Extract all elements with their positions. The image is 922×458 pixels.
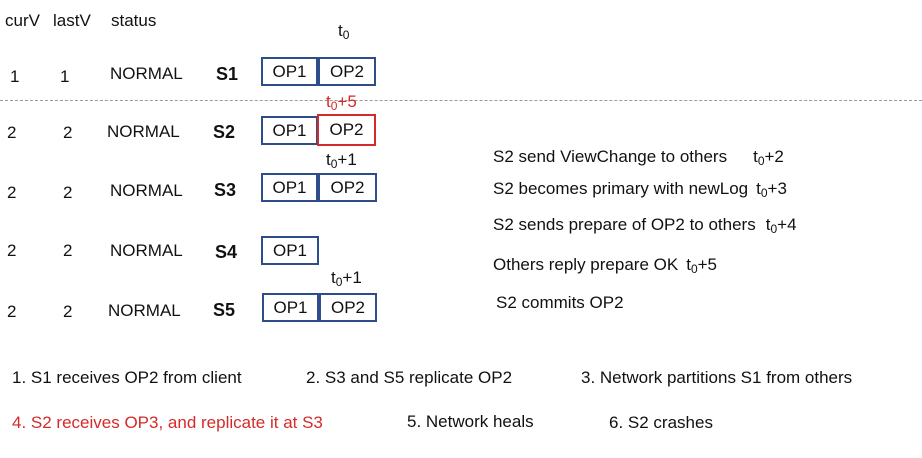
s3-lastv: 2: [63, 183, 73, 202]
s4-lastv: 2: [63, 241, 73, 260]
partition-divider: [0, 100, 922, 101]
s2-op2-box: OP2: [317, 114, 376, 146]
s1-op2-box: OP2: [318, 57, 376, 86]
header-lastv: lastV: [53, 11, 91, 30]
s2-status: NORMAL: [107, 122, 180, 141]
s2-time-label: t0+5: [326, 92, 357, 113]
s4-status: NORMAL: [110, 241, 183, 260]
s4-curv: 2: [7, 241, 17, 260]
s5-op2-box: OP2: [319, 293, 377, 322]
s4-name: S4: [215, 242, 238, 262]
s1-op1-box: OP1: [261, 57, 318, 86]
s5-status: NORMAL: [108, 301, 181, 320]
step-2: 2. S3 and S5 replicate OP2: [306, 368, 513, 387]
s5-time-label: t0+1: [331, 268, 362, 289]
step-3: 3. Network partitions S1 from others: [581, 368, 853, 387]
s1-name: S1: [216, 64, 239, 84]
s5-lastv: 2: [63, 302, 73, 321]
s3-time-label: t0+1: [326, 150, 357, 171]
step-6: 6. S2 crashes: [609, 413, 713, 432]
step-4: 4. S2 receives OP3, and replicate it at …: [12, 413, 323, 432]
step-5: 5. Network heals: [407, 412, 534, 431]
s2-lastv: 2: [63, 123, 73, 142]
s2-op1-box: OP1: [261, 116, 318, 145]
s5-op1-box: OP1: [262, 293, 319, 322]
s1-curv: 1: [10, 67, 20, 86]
s1-status: NORMAL: [110, 64, 183, 83]
s3-name: S3: [214, 180, 237, 200]
s3-status: NORMAL: [110, 181, 183, 200]
step-1: 1. S1 receives OP2 from client: [12, 368, 242, 387]
s2-name: S2: [213, 122, 236, 142]
t0-label: t0: [338, 21, 350, 42]
header-status: status: [111, 11, 157, 30]
s2-curv: 2: [7, 123, 17, 142]
s1-lastv: 1: [60, 67, 70, 86]
s4-op1-box: OP1: [261, 236, 319, 265]
event-5: S2 commits OP2: [496, 293, 624, 312]
s5-curv: 2: [7, 302, 17, 321]
s5-name: S5: [213, 300, 236, 320]
header-curv: curV: [5, 11, 40, 30]
s3-op1-box: OP1: [261, 173, 318, 202]
s3-curv: 2: [7, 183, 17, 202]
s3-op2-box: OP2: [318, 173, 377, 202]
